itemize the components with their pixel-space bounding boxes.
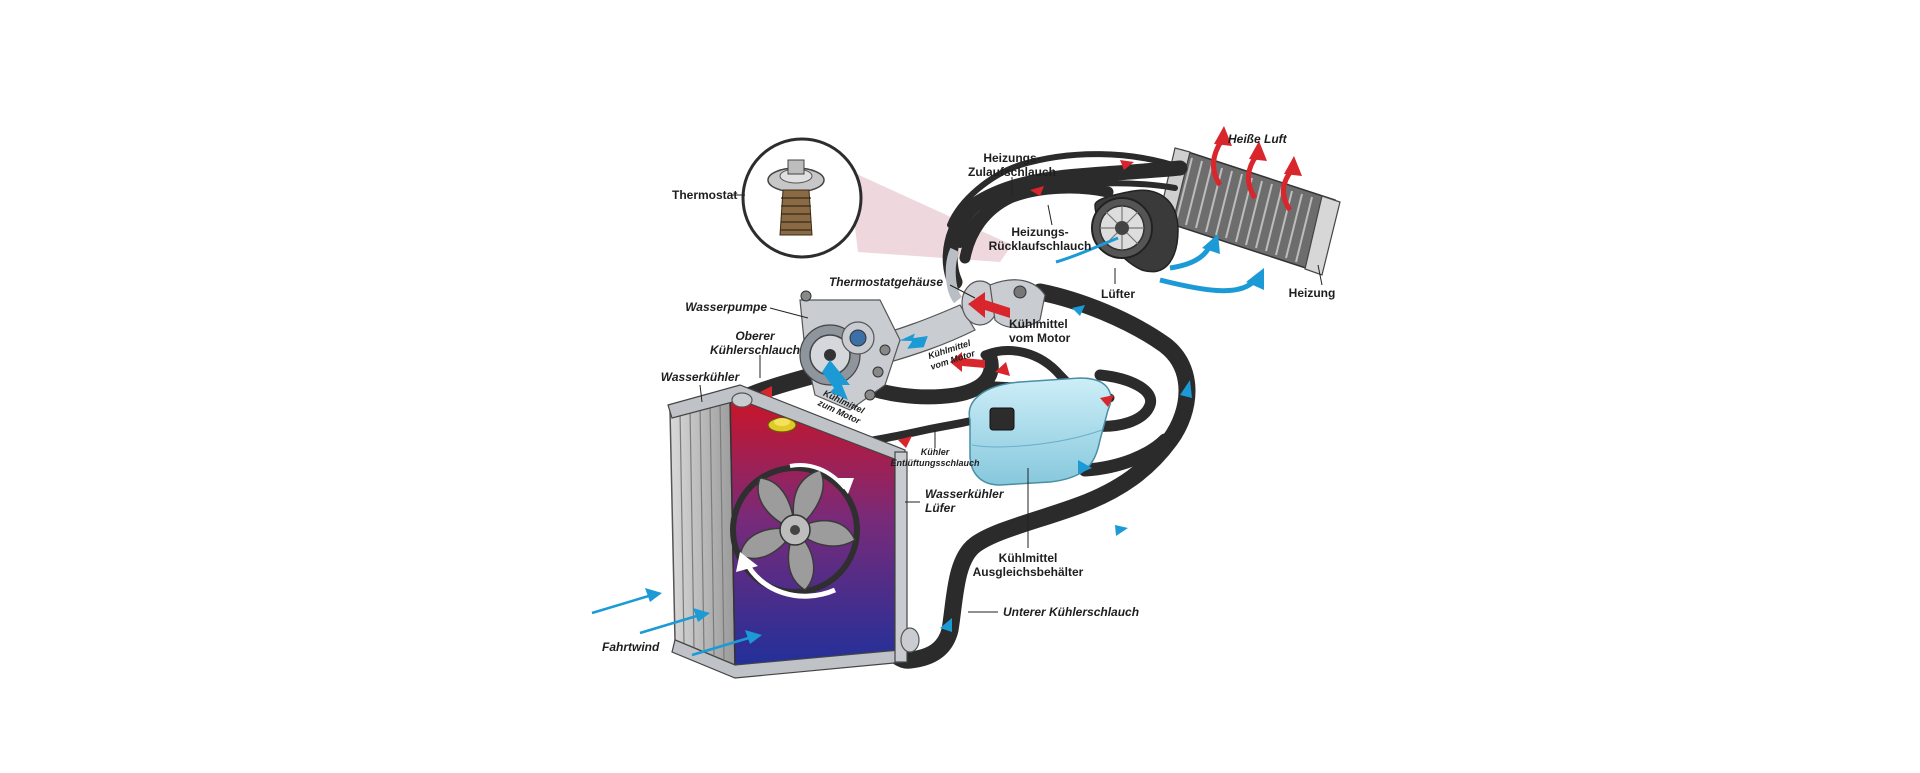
arrow-icon: [1030, 186, 1044, 196]
label-radiator-fan-2: Lüfer: [925, 501, 956, 515]
label-coolant-from-engine-1: Kühlmittel: [1009, 317, 1068, 331]
arrow-icon: [968, 292, 1010, 318]
label-blower: Lüfter: [1101, 287, 1135, 301]
label-coolant-reservoir-2: Ausgleichsbehälter: [973, 565, 1084, 579]
arrow-icon: [950, 352, 985, 372]
arrow-icon: [1078, 460, 1092, 474]
label-lower-radiator-hose: Unterer Kühlerschlauch: [1003, 605, 1139, 619]
label-thermostat: Thermostat: [672, 188, 737, 202]
radiator-cap-icon: [767, 417, 797, 433]
fan-icon: [730, 463, 860, 599]
arrow-icon: [995, 362, 1010, 376]
blower-icon: [1091, 189, 1179, 273]
label-radiator-fan-1: Wasserkühler: [925, 487, 1005, 501]
leader-lines: [699, 177, 1323, 613]
label-coolant-reservoir-1: Kühlmittel: [999, 551, 1058, 565]
hot-air-arrows: [1211, 126, 1302, 212]
label-heater-supply-hose-1: Heizungs-: [983, 151, 1040, 165]
heater-core-icon: [1157, 147, 1341, 276]
label-thermostat-housing: Thermostatgehäuse: [829, 275, 943, 289]
arrow-icon: [1072, 305, 1085, 316]
upper-loop-hose: [901, 283, 1196, 669]
arrow-icon: [1180, 380, 1192, 398]
label-radiator-vent-hose-1: Kühler: [921, 447, 950, 457]
flow-arrows: [760, 160, 1192, 632]
heater-supply-hose: [942, 160, 1188, 290]
label-coolant-from-engine-2: vom Motor: [1009, 331, 1071, 345]
label-water-pump: Wasserpumpe: [685, 300, 767, 314]
coolant-reservoir: [968, 377, 1112, 486]
arrow-icon: [898, 436, 912, 448]
label-heater-return-hose-2: Rücklaufschlauch: [989, 239, 1092, 253]
arrow-icon: [940, 618, 952, 632]
arrow-icon: [899, 333, 928, 349]
thermostat-icon: [741, 137, 863, 259]
water-pump-icon: [799, 290, 901, 411]
blower-air-arrows: [1055, 234, 1264, 294]
arrow-icon: [1100, 395, 1114, 407]
label-upper-radiator-hose-1: Oberer: [735, 329, 776, 343]
label-heater-core: Heizung: [1289, 286, 1336, 300]
ram-air-arrows: [591, 588, 762, 657]
label-radiator: Wasserkühler: [661, 370, 741, 384]
label-ram-air: Fahrtwind: [602, 640, 660, 654]
label-upper-radiator-hose-2: Kühlerschlauch: [710, 343, 800, 357]
arrow-icon: [760, 386, 772, 398]
heater-return-hose: [959, 182, 1114, 264]
labels: Thermostat Heizungs- Zulaufschlauch Heiß…: [602, 132, 1335, 654]
label-heater-return-hose-1: Heizungs-: [1011, 225, 1068, 239]
arrow-icon: [1115, 525, 1128, 536]
label-heater-supply-hose-2: Zulaufschlauch: [968, 165, 1056, 179]
arrow-icon: [1120, 160, 1134, 170]
label-radiator-vent-hose-2: Entlüftungsschlauch: [890, 458, 980, 468]
arrow-icon: [822, 360, 850, 400]
label-hot-air: Heiße Luft: [1228, 132, 1288, 146]
